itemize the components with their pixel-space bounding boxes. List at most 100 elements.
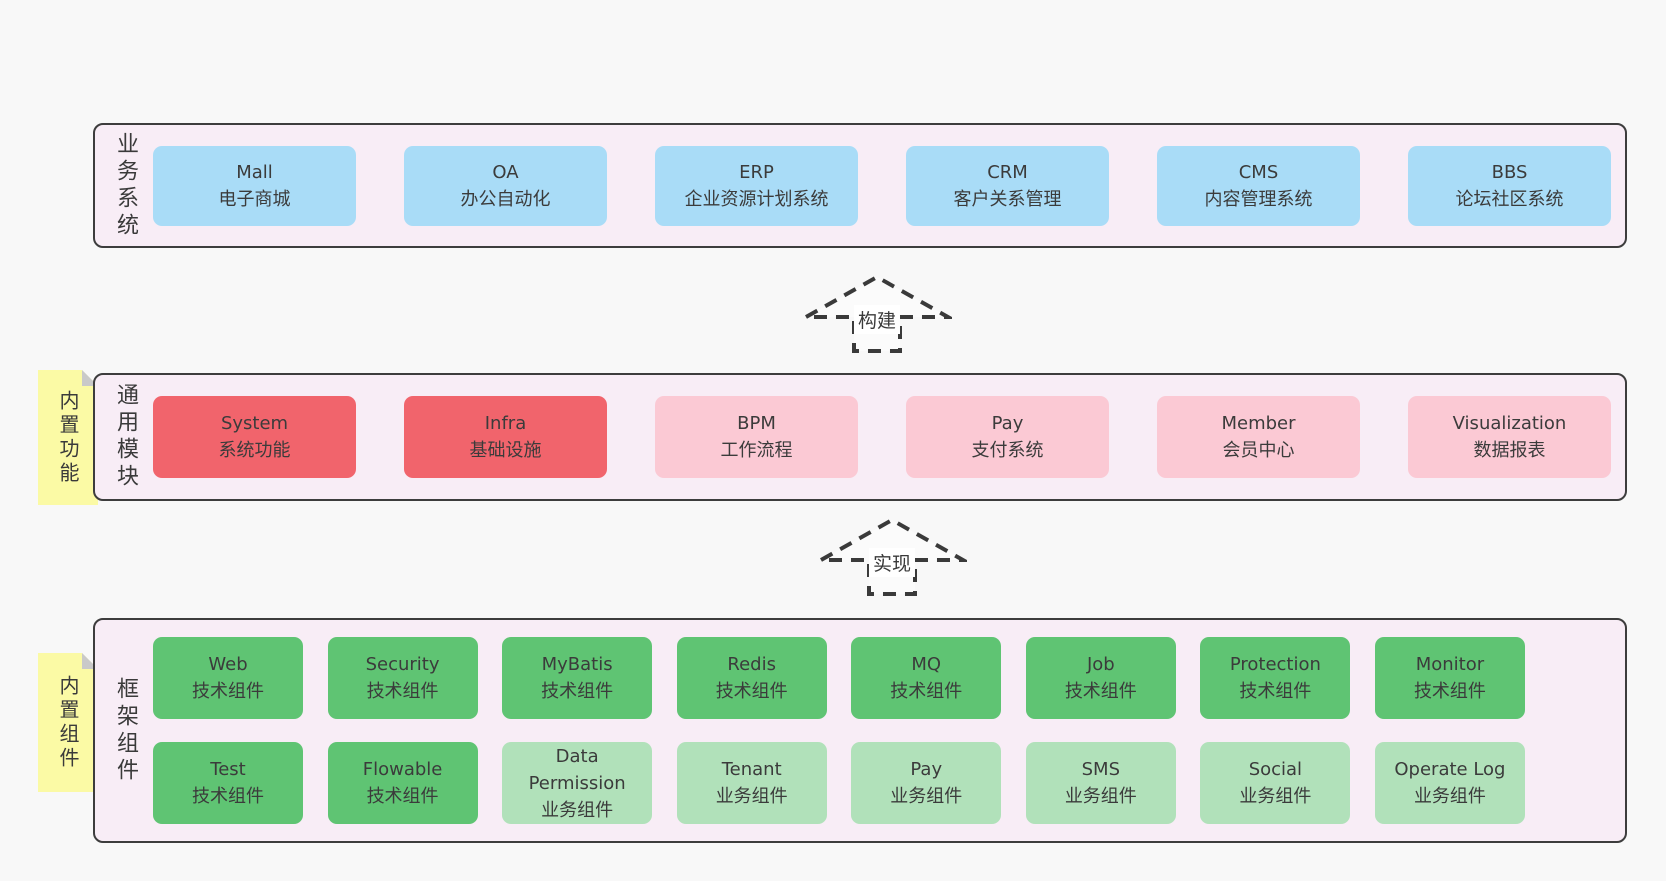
box-subtitle: 业务组件 [1239, 786, 1312, 807]
box-erp: ERP 企业资源计划系统 [655, 145, 858, 226]
box-visualization: Visualization 数据报表 [1408, 396, 1611, 478]
box-sms: SMS 业务组件 [1025, 742, 1176, 824]
box-title: Monitor [1415, 654, 1485, 675]
box-title: Social [1248, 759, 1303, 780]
box-title: Pay [991, 413, 1024, 434]
box-subtitle: 企业资源计划系统 [684, 188, 829, 210]
common-modules-boxes: System 系统功能 Infra 基础设施 BPM 工作流程 Pay 支付系统 Member 会… [153, 396, 1611, 478]
box-subtitle: 技术组件 [192, 786, 264, 807]
box-bpm: BPM 工作流程 [655, 396, 858, 478]
box-monitor: Monitor 技术组件 [1374, 637, 1525, 719]
box-title: BPM [737, 413, 776, 434]
layer-common-modules: 通用模块 System 系统功能 Infra 基础设施 BPM 工作流程 Pay 支付系统 Me… [93, 373, 1627, 501]
arrow-implement-label: 实现 [868, 548, 916, 577]
box-title: CRM [987, 161, 1028, 183]
box-title: Mall [236, 161, 273, 183]
box-subtitle: 技术组件 [366, 786, 439, 807]
box-subtitle: 支付系统 [971, 440, 1044, 461]
box-subtitle: 办公自动化 [460, 188, 551, 210]
note-builtin-components-label: 内置组件 [56, 674, 80, 771]
box-title: Infra [484, 413, 527, 434]
box-title: Visualization [1452, 413, 1567, 434]
box-title: System [220, 413, 289, 434]
box-test: Test 技术组件 [153, 742, 303, 824]
business-systems-boxes: Mall 电子商城 OA 办公自动化 ERP 企业资源计划系统 CRM 客户关系管理 CMS 内容… [153, 145, 1611, 226]
note-builtin-features: 内置功能 [38, 370, 98, 505]
box-subtitle: 技术组件 [1413, 681, 1486, 702]
box-system: System 系统功能 [153, 396, 356, 478]
box-subtitle: 电子商城 [218, 188, 291, 210]
box-title: OA [492, 161, 519, 183]
box-title: Pay [910, 759, 943, 780]
box-subtitle: 业务组件 [1413, 786, 1486, 807]
box-operate-log: Operate Log 业务组件 [1374, 742, 1525, 824]
box-subtitle: 技术组件 [890, 681, 963, 702]
box-subtitle: 数据报表 [1473, 440, 1546, 461]
layer-business-systems: 业务系统 Mall 电子商城 OA 办公自动化 ERP 企业资源计划系统 CRM 客户关系管理… [93, 123, 1627, 248]
box-crm: CRM 客户关系管理 [906, 145, 1109, 226]
box-title: Test [210, 759, 246, 780]
box-title: Tenant [721, 759, 782, 780]
box-subtitle: 系统功能 [218, 440, 291, 461]
box-title: ERP [739, 161, 774, 183]
box-subtitle: 技术组件 [1239, 681, 1312, 702]
box-title: CMS [1238, 161, 1279, 183]
box-social: Social 业务组件 [1200, 742, 1351, 824]
box-cms: CMS 内容管理系统 [1157, 145, 1360, 226]
box-subtitle: 论坛社区系统 [1455, 188, 1564, 210]
box-mall: Mall 电子商城 [153, 145, 356, 226]
box-title: BBS [1491, 161, 1528, 183]
arrow-build: 构建 [802, 272, 952, 356]
box-web: Web 技术组件 [153, 637, 303, 719]
box-tenant: Tenant 业务组件 [676, 742, 827, 824]
arrow-implement: 实现 [817, 515, 967, 599]
layer-label-framework-components: 框架组件 [113, 676, 138, 785]
box-protection: Protection 技术组件 [1200, 637, 1351, 719]
box-title: Security [365, 654, 440, 675]
box-title: Member [1221, 413, 1296, 434]
box-infra: Infra 基础设施 [404, 396, 607, 478]
box-oa: OA 办公自动化 [404, 145, 607, 226]
box-subtitle: 工作流程 [720, 440, 793, 461]
box-pay: Pay 支付系统 [906, 396, 1109, 478]
box-subtitle: 基础设施 [469, 440, 542, 461]
box-title: Operate Log [1394, 759, 1506, 780]
box-pay: Pay 业务组件 [851, 742, 1002, 824]
box-security: Security 技术组件 [327, 637, 478, 719]
box-title: MyBatis [541, 654, 613, 675]
box-subtitle: 业务组件 [715, 786, 788, 807]
layer-label-common-modules: 通用模块 [113, 383, 138, 491]
box-title: Protection [1229, 654, 1321, 675]
box-data-permission: Data Permission 业务组件 [502, 742, 653, 824]
box-subtitle: 技术组件 [541, 681, 614, 702]
box-subtitle: 业务组件 [890, 786, 963, 807]
box-subtitle: 业务组件 [541, 799, 614, 821]
box-subtitle: 业务组件 [1064, 786, 1137, 807]
box-job: Job 技术组件 [1025, 637, 1176, 719]
box-bbs: BBS 论坛社区系统 [1408, 145, 1611, 226]
box-title: Flowable [362, 759, 443, 780]
box-mybatis: MyBatis 技术组件 [502, 637, 653, 719]
box-title: Redis [727, 654, 776, 675]
box-title: Web [208, 654, 248, 675]
box-title: SMS [1081, 759, 1120, 780]
box-subtitle: 内容管理系统 [1204, 188, 1313, 210]
box-subtitle: 客户关系管理 [953, 188, 1062, 210]
box-title: MQ [911, 654, 942, 675]
note-builtin-components: 内置组件 [38, 653, 98, 792]
layer-label-business-systems: 业务系统 [113, 131, 138, 240]
box-title: Job [1086, 654, 1115, 675]
box-title: Data Permission [528, 745, 626, 794]
box-subtitle: 技术组件 [1064, 681, 1137, 702]
box-subtitle: 技术组件 [366, 681, 439, 702]
box-flowable: Flowable 技术组件 [327, 742, 478, 824]
box-member: Member 会员中心 [1157, 396, 1360, 478]
box-subtitle: 技术组件 [192, 681, 264, 702]
layer-framework-components: 框架组件 Web 技术组件 Security 技术组件 MyBatis 技术组件 Redis… [93, 618, 1627, 843]
box-subtitle: 会员中心 [1222, 440, 1295, 461]
box-mq: MQ 技术组件 [851, 637, 1002, 719]
arrow-build-label: 构建 [853, 305, 901, 334]
